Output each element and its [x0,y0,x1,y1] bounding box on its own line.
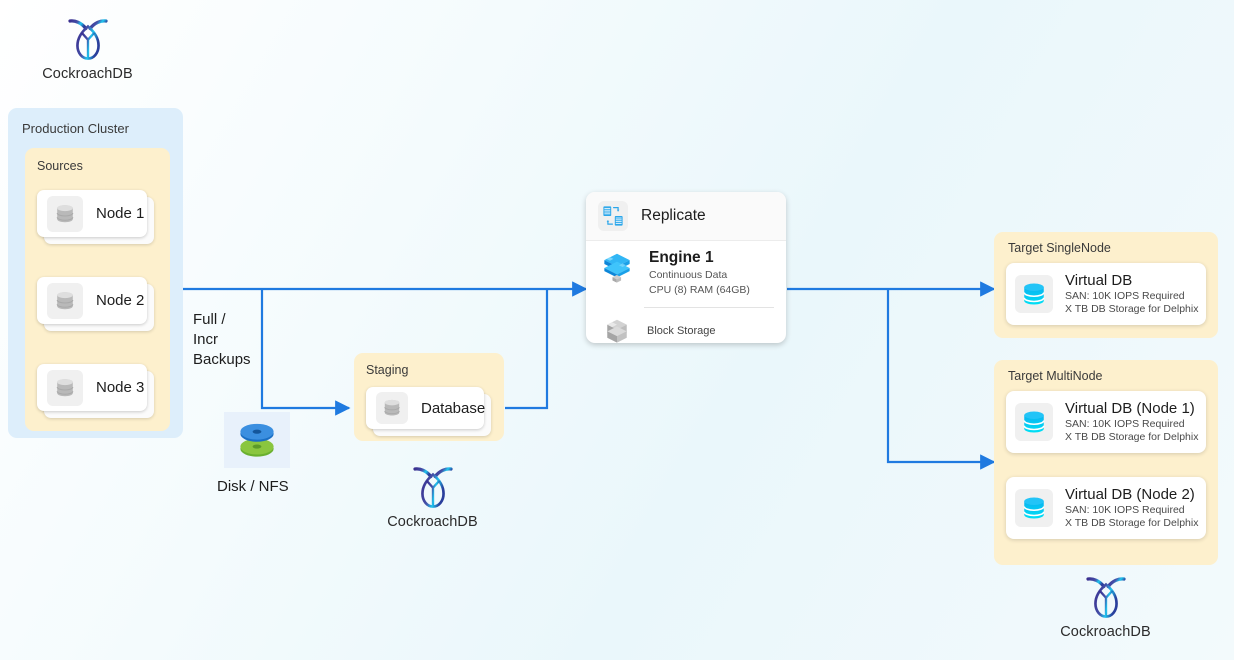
brand-cockroachdb-staging: CockroachDB [381,462,484,530]
brand-label: CockroachDB [42,66,133,82]
staging-database-label: Database [421,399,486,417]
engine-body: Engine 1 Continuous Data CPU (8) RAM (64… [586,241,786,301]
card-face: Node 1 [37,190,147,237]
brand-label: CockroachDB [1060,624,1151,640]
virtual-db-icon [1015,275,1053,313]
node-card-1[interactable]: Node 1 [37,190,154,244]
node-card-2[interactable]: Node 2 [37,277,154,331]
virtual-db-line-2: X TB DB Storage for Delphix [1065,303,1199,315]
block-storage-icon [600,314,634,343]
virtual-db-name: Virtual DB [1065,271,1133,289]
card-face: Database [366,387,486,429]
virtual-db-line-1: SAN: 10K IOPS Required [1065,417,1185,430]
panel-divider [644,307,774,308]
cockroachdb-logo-icon [1081,572,1131,622]
database-cylinder-icon [47,195,83,232]
engine-line-2: CPU (8) RAM (64GB) [649,284,750,296]
card-face: Node 2 [37,277,147,324]
block-storage-label: Block Storage [647,325,716,337]
node-label: Node 1 [96,205,145,222]
brand-cockroachdb-target: CockroachDB [1054,572,1157,640]
backup-flow-label: Full / Incr Backups [193,311,251,368]
target-multinode-title: Target MultiNode [1008,369,1103,383]
card-face: Node 3 [37,364,147,411]
database-cylinder-icon [47,369,83,406]
engine-blocks-icon [598,249,636,287]
virtual-db-line-2: X TB DB Storage for Delphix [1065,431,1199,443]
disk-nfs-label: Disk / NFS [217,478,289,495]
engine-name: Engine 1 [649,249,714,266]
virtual-db-name: Virtual DB (Node 2) [1065,485,1195,503]
virtual-db-icon [1015,489,1053,527]
target-singlenode-title: Target SingleNode [1008,241,1111,255]
block-storage-row[interactable]: Block Storage [586,308,786,343]
node-card-3[interactable]: Node 3 [37,364,154,418]
node-label: Node 2 [96,292,145,309]
virtual-db-line-1: SAN: 10K IOPS Required [1065,503,1185,516]
virtual-db-card-single[interactable]: Virtual DB SAN: 10K IOPS Required X TB D… [1006,263,1206,325]
replicate-header[interactable]: Replicate [586,192,786,241]
node-label: Node 3 [96,379,145,396]
virtual-db-icon [1015,403,1053,441]
virtual-db-card-node1[interactable]: Virtual DB (Node 1) SAN: 10K IOPS Requir… [1006,391,1206,453]
engine-row[interactable]: Engine 1 Continuous Data CPU (8) RAM (64… [598,249,774,297]
disk-nfs-tile [224,412,290,468]
sources-title: Sources [37,159,83,173]
database-cylinder-icon [376,392,408,424]
brand-cockroachdb-top: CockroachDB [36,14,139,82]
replicate-label: Replicate [641,207,706,224]
disk-stack-icon [229,412,285,468]
production-cluster-title: Production Cluster [22,121,129,136]
virtual-db-line-2: X TB DB Storage for Delphix [1065,517,1199,529]
brand-label: CockroachDB [387,514,478,530]
engine-line-1: Continuous Data [649,269,728,281]
staging-database-card[interactable]: Database [366,387,491,436]
cockroachdb-logo-icon [63,14,113,64]
virtual-db-name: Virtual DB (Node 1) [1065,399,1195,417]
virtual-db-card-node2[interactable]: Virtual DB (Node 2) SAN: 10K IOPS Requir… [1006,477,1206,539]
virtual-db-line-1: SAN: 10K IOPS Required [1065,289,1185,302]
replicate-engine-panel: Replicate Engine 1 Continuous Data CPU (… [586,192,786,343]
cockroachdb-logo-icon [408,462,458,512]
staging-title: Staging [366,363,409,377]
database-cylinder-icon [47,282,83,319]
replicate-icon [598,201,628,231]
